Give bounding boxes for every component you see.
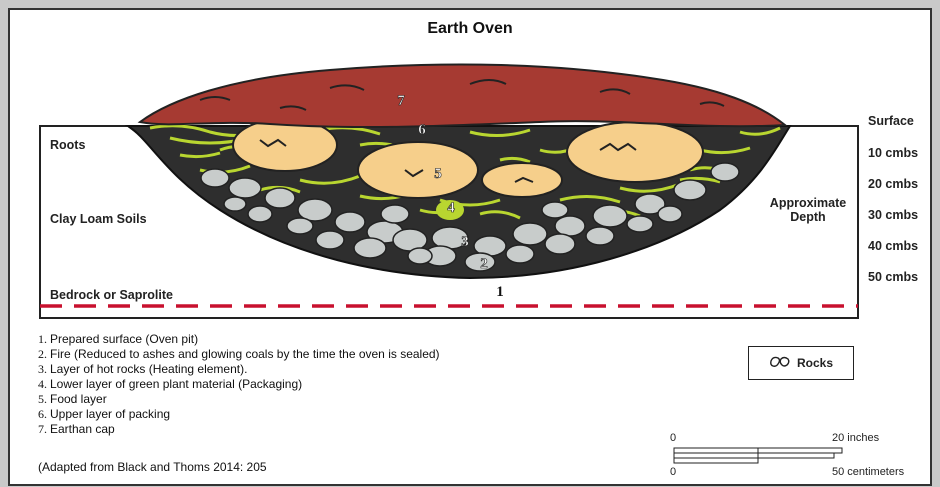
bedrock-label: Bedrock or Saprolite [50, 288, 173, 302]
depth-heading: Approximate Depth [760, 196, 856, 224]
legend-item: 1. Prepared surface (Oven pit) [38, 332, 440, 347]
rock [408, 248, 432, 264]
source-citation: (Adapted from Black and Thoms 2014: 205 [38, 460, 267, 474]
rocks-icon [769, 355, 791, 371]
rock [674, 180, 706, 200]
scale-centimeters: 50 centimeters [832, 466, 904, 478]
scale-zero-bottom: 0 [670, 466, 676, 478]
legend-item: 3. Layer of hot rocks (Heating element). [38, 362, 440, 377]
layer-marker-2: 2 [480, 256, 488, 272]
layer-marker-7: 7 [397, 93, 405, 109]
food-item [567, 122, 703, 182]
rock [265, 188, 295, 208]
rock [506, 245, 534, 263]
rock [224, 197, 246, 211]
rock [658, 206, 682, 222]
rock-key: Rocks [748, 346, 854, 380]
depth-tick: 50 cmbs [868, 270, 918, 284]
rock [335, 212, 365, 232]
rock [627, 216, 653, 232]
rock [545, 234, 575, 254]
layer-marker-5: 5 [434, 166, 442, 182]
rock [555, 216, 585, 236]
rock-key-label: Rocks [797, 356, 833, 370]
layer-marker-6: 6 [418, 122, 426, 138]
depth-tick: 20 cmbs [868, 177, 918, 191]
scale-zero-top: 0 [670, 432, 676, 444]
rock [287, 218, 313, 234]
legend-item: 6. Upper layer of packing [38, 407, 440, 422]
rock [316, 231, 344, 249]
rock [201, 169, 229, 187]
depth-tick: Surface [868, 114, 914, 128]
earthen-cap [140, 64, 785, 127]
depth-tick: 10 cmbs [868, 146, 918, 160]
layer-marker-1: 1 [496, 284, 504, 300]
food-item [482, 163, 562, 197]
food-item [358, 142, 478, 198]
scale-inches: 20 inches [832, 432, 879, 444]
legend-item: 7. Earthan cap [38, 422, 440, 437]
legend-item: 2. Fire (Reduced to ashes and glowing co… [38, 347, 440, 362]
soils-label: Clay Loam Soils [50, 212, 147, 226]
legend-list: 1. Prepared surface (Oven pit) 2. Fire (… [38, 332, 440, 437]
rock [586, 227, 614, 245]
rock [229, 178, 261, 198]
depth-tick: 30 cmbs [868, 208, 918, 222]
scale-bar [674, 448, 842, 463]
layer-marker-4: 4 [447, 200, 455, 216]
rock [513, 223, 547, 245]
roots-label: Roots [50, 138, 85, 152]
legend-item: 4. Lower layer of green plant material (… [38, 377, 440, 392]
rock [354, 238, 386, 258]
rock [248, 206, 272, 222]
rock [542, 202, 568, 218]
legend-item: 5. Food layer [38, 392, 440, 407]
depth-tick: 40 cmbs [868, 239, 918, 253]
layer-marker-3: 3 [461, 234, 469, 250]
rock [711, 163, 739, 181]
rock [381, 205, 409, 223]
rock [593, 205, 627, 227]
